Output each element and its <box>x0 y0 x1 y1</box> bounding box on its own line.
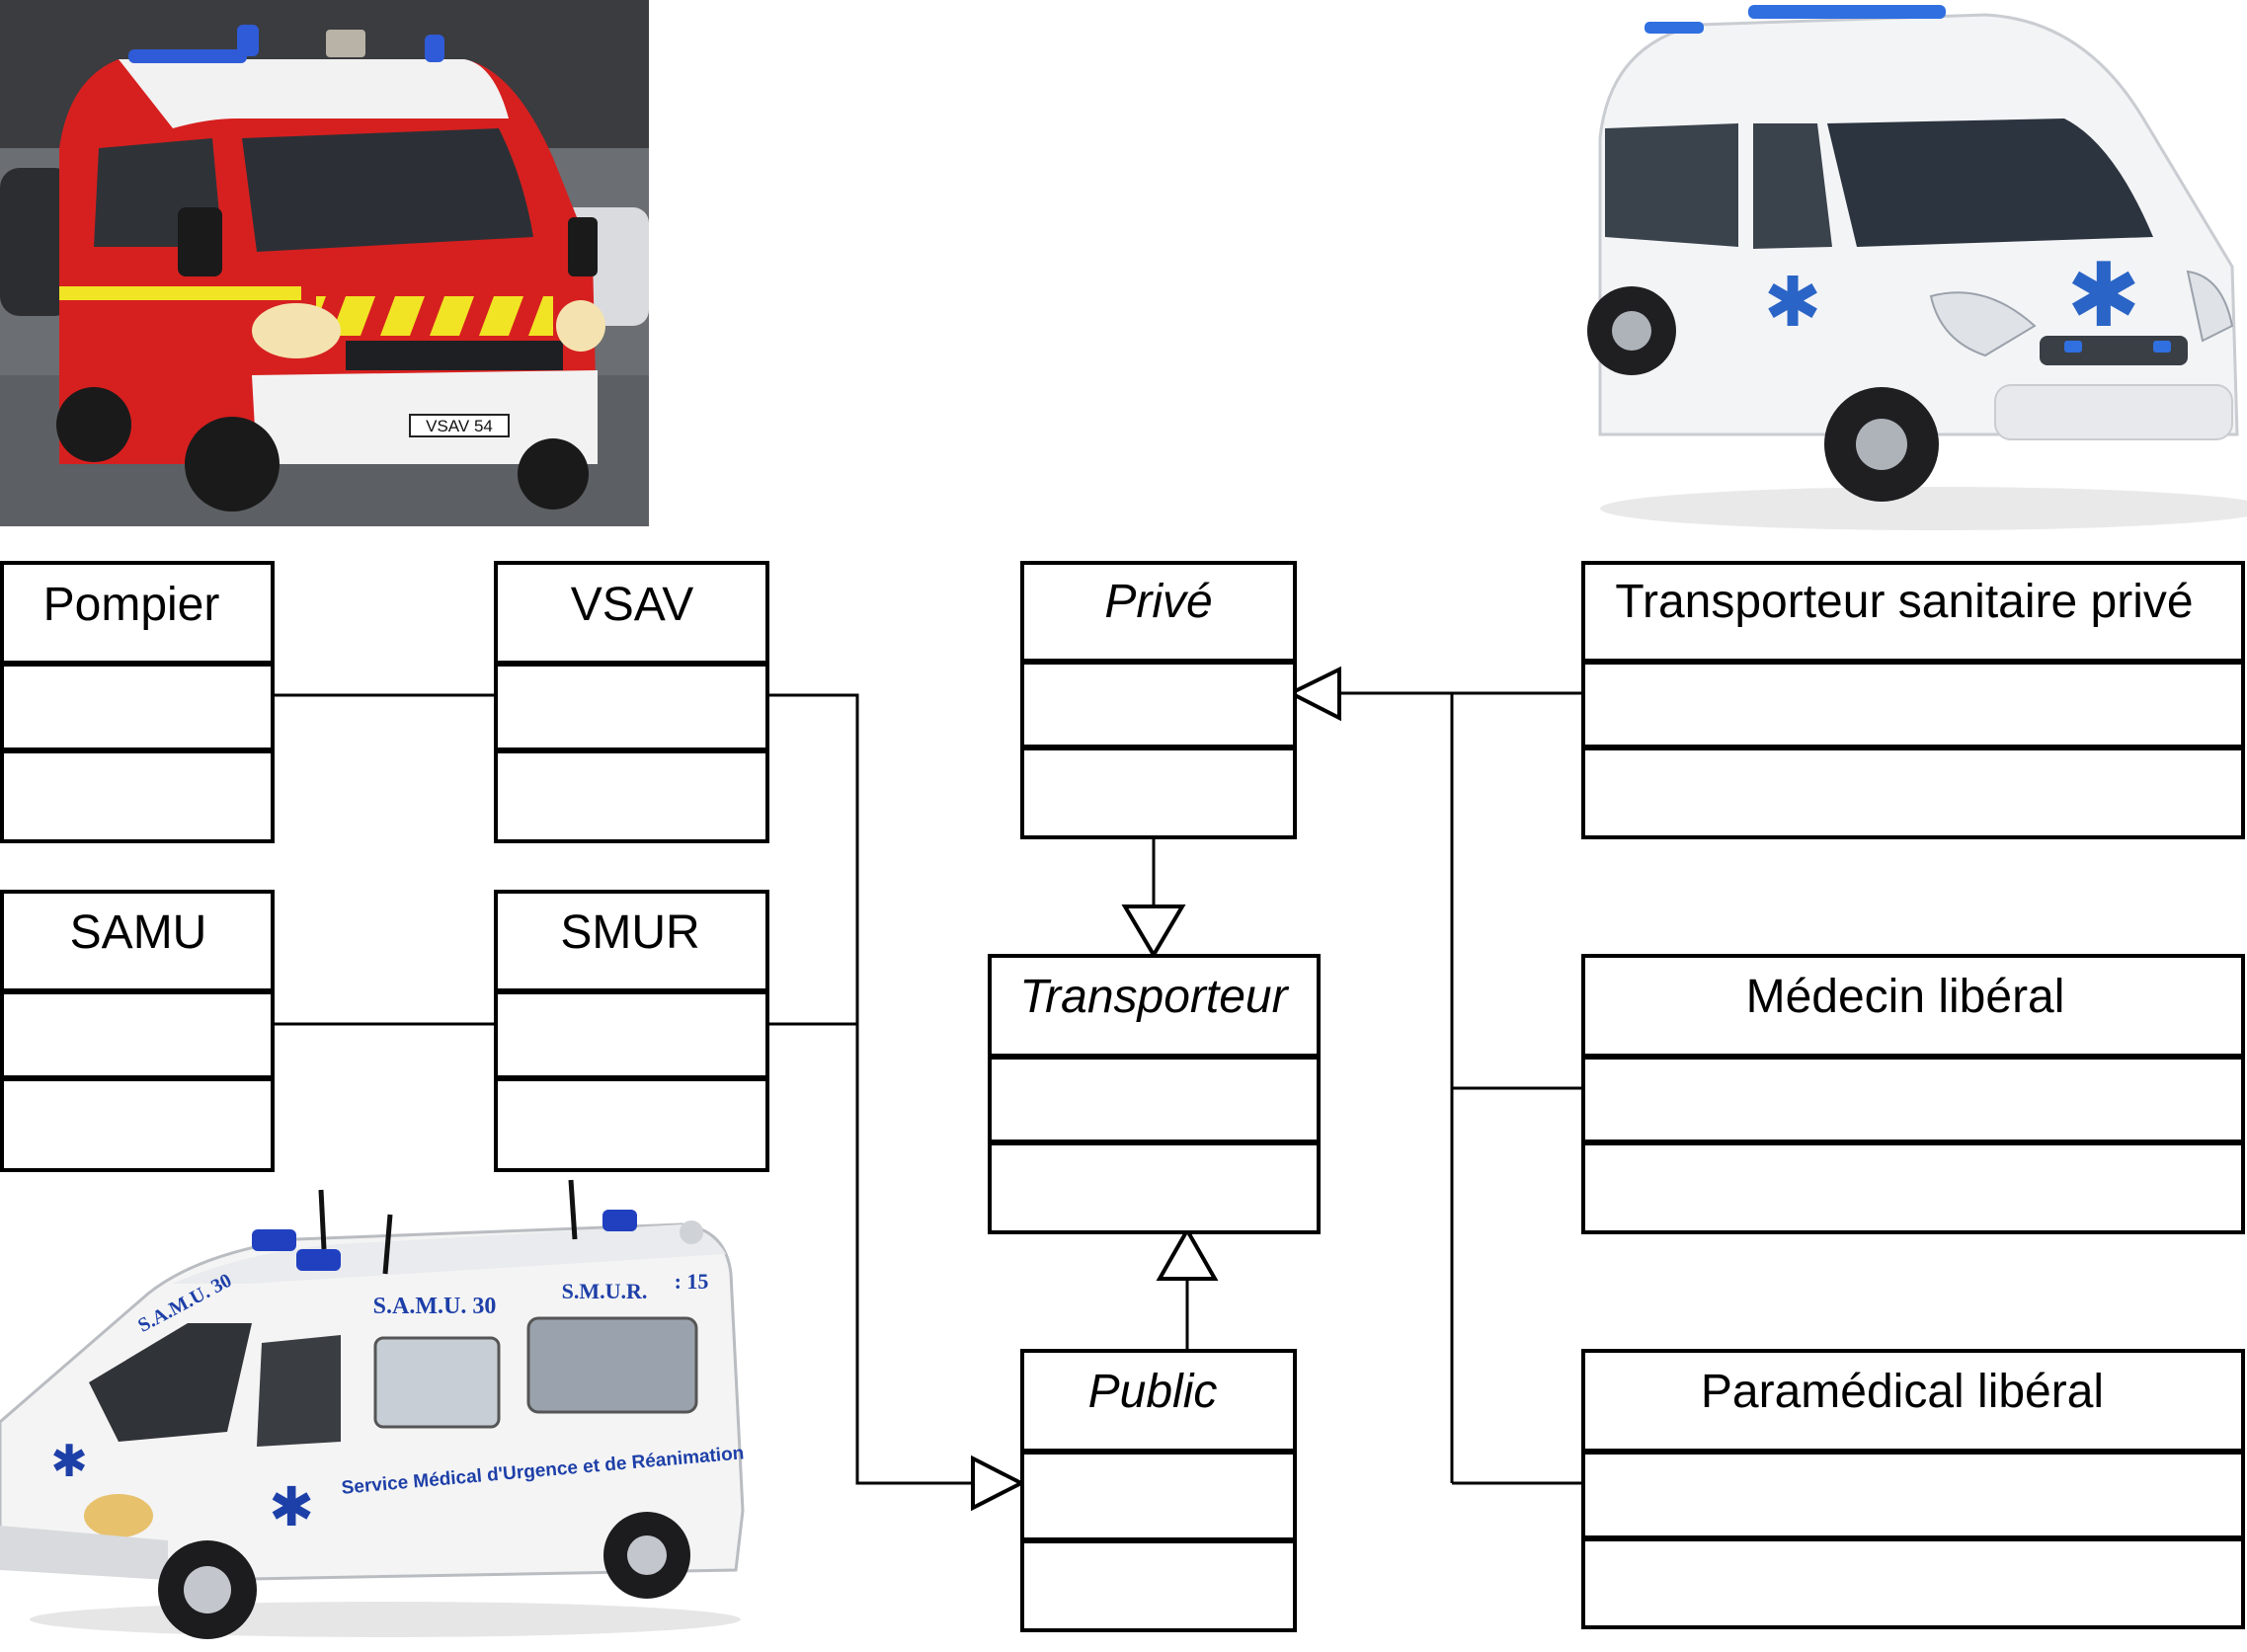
class-prive: Privé <box>1020 561 1297 839</box>
svg-text:✱: ✱ <box>2066 244 2140 348</box>
arrowhead-transporteur-bottom <box>1156 1225 1219 1281</box>
smur-text: S.M.U.R. <box>562 1279 648 1303</box>
arrowhead-prive <box>1286 666 1341 722</box>
fire-truck-photo: VSAV 54 <box>0 0 649 526</box>
class-name-smur: SMUR <box>560 906 699 959</box>
class-transporteur: Transporteur <box>988 954 1321 1234</box>
arrowhead-transporteur-top <box>1121 905 1186 959</box>
generalization-vsav-public <box>767 693 973 1485</box>
phone-text: : 15 <box>675 1269 709 1294</box>
connectors <box>273 666 1582 1512</box>
class-name-samu: SAMU <box>70 906 207 959</box>
arrowhead-public <box>971 1455 1026 1512</box>
class-pompier: Pompier <box>0 561 275 843</box>
fire-truck-plate: VSAV 54 <box>426 417 493 435</box>
class-name-transporteur: Transporteur <box>1019 971 1289 1023</box>
svg-text:✱: ✱ <box>269 1475 314 1538</box>
svg-text:✱: ✱ <box>1764 262 1822 343</box>
class-name-vsav: VSAV <box>571 579 694 631</box>
class-name-paramedical-liberal: Paramédical libéral <box>1701 1366 2104 1418</box>
class-name-pompier: Pompier <box>43 579 220 631</box>
samu-roof-text: S.A.M.U. 30 <box>373 1294 497 1319</box>
class-public: Public <box>1020 1349 1297 1632</box>
svg-text:✱: ✱ <box>50 1435 88 1487</box>
class-samu: SAMU <box>0 890 275 1172</box>
samu-ambulance-photo: S.A.M.U. 30 S.A.M.U. 30 S.M.U.R. : 15 Se… <box>0 1179 745 1639</box>
class-name-prive: Privé <box>1104 576 1212 628</box>
class-medecin-liberal: Médecin libéral <box>1581 954 2245 1234</box>
class-paramedical-liberal: Paramédical libéral <box>1581 1349 2245 1629</box>
class-vsav: VSAV <box>494 561 769 843</box>
class-name-medecin-liberal: Médecin libéral <box>1746 971 2065 1023</box>
class-transporteur-sanitaire-prive: Transporteur sanitaire privé <box>1581 561 2245 839</box>
class-name-public: Public <box>1088 1366 1218 1418</box>
class-smur: SMUR <box>494 890 769 1172</box>
private-ambulance-photo: ✱ ✱ <box>1587 5 2247 530</box>
class-name-transporteur-sanitaire-prive: Transporteur sanitaire privé <box>1615 576 2193 628</box>
